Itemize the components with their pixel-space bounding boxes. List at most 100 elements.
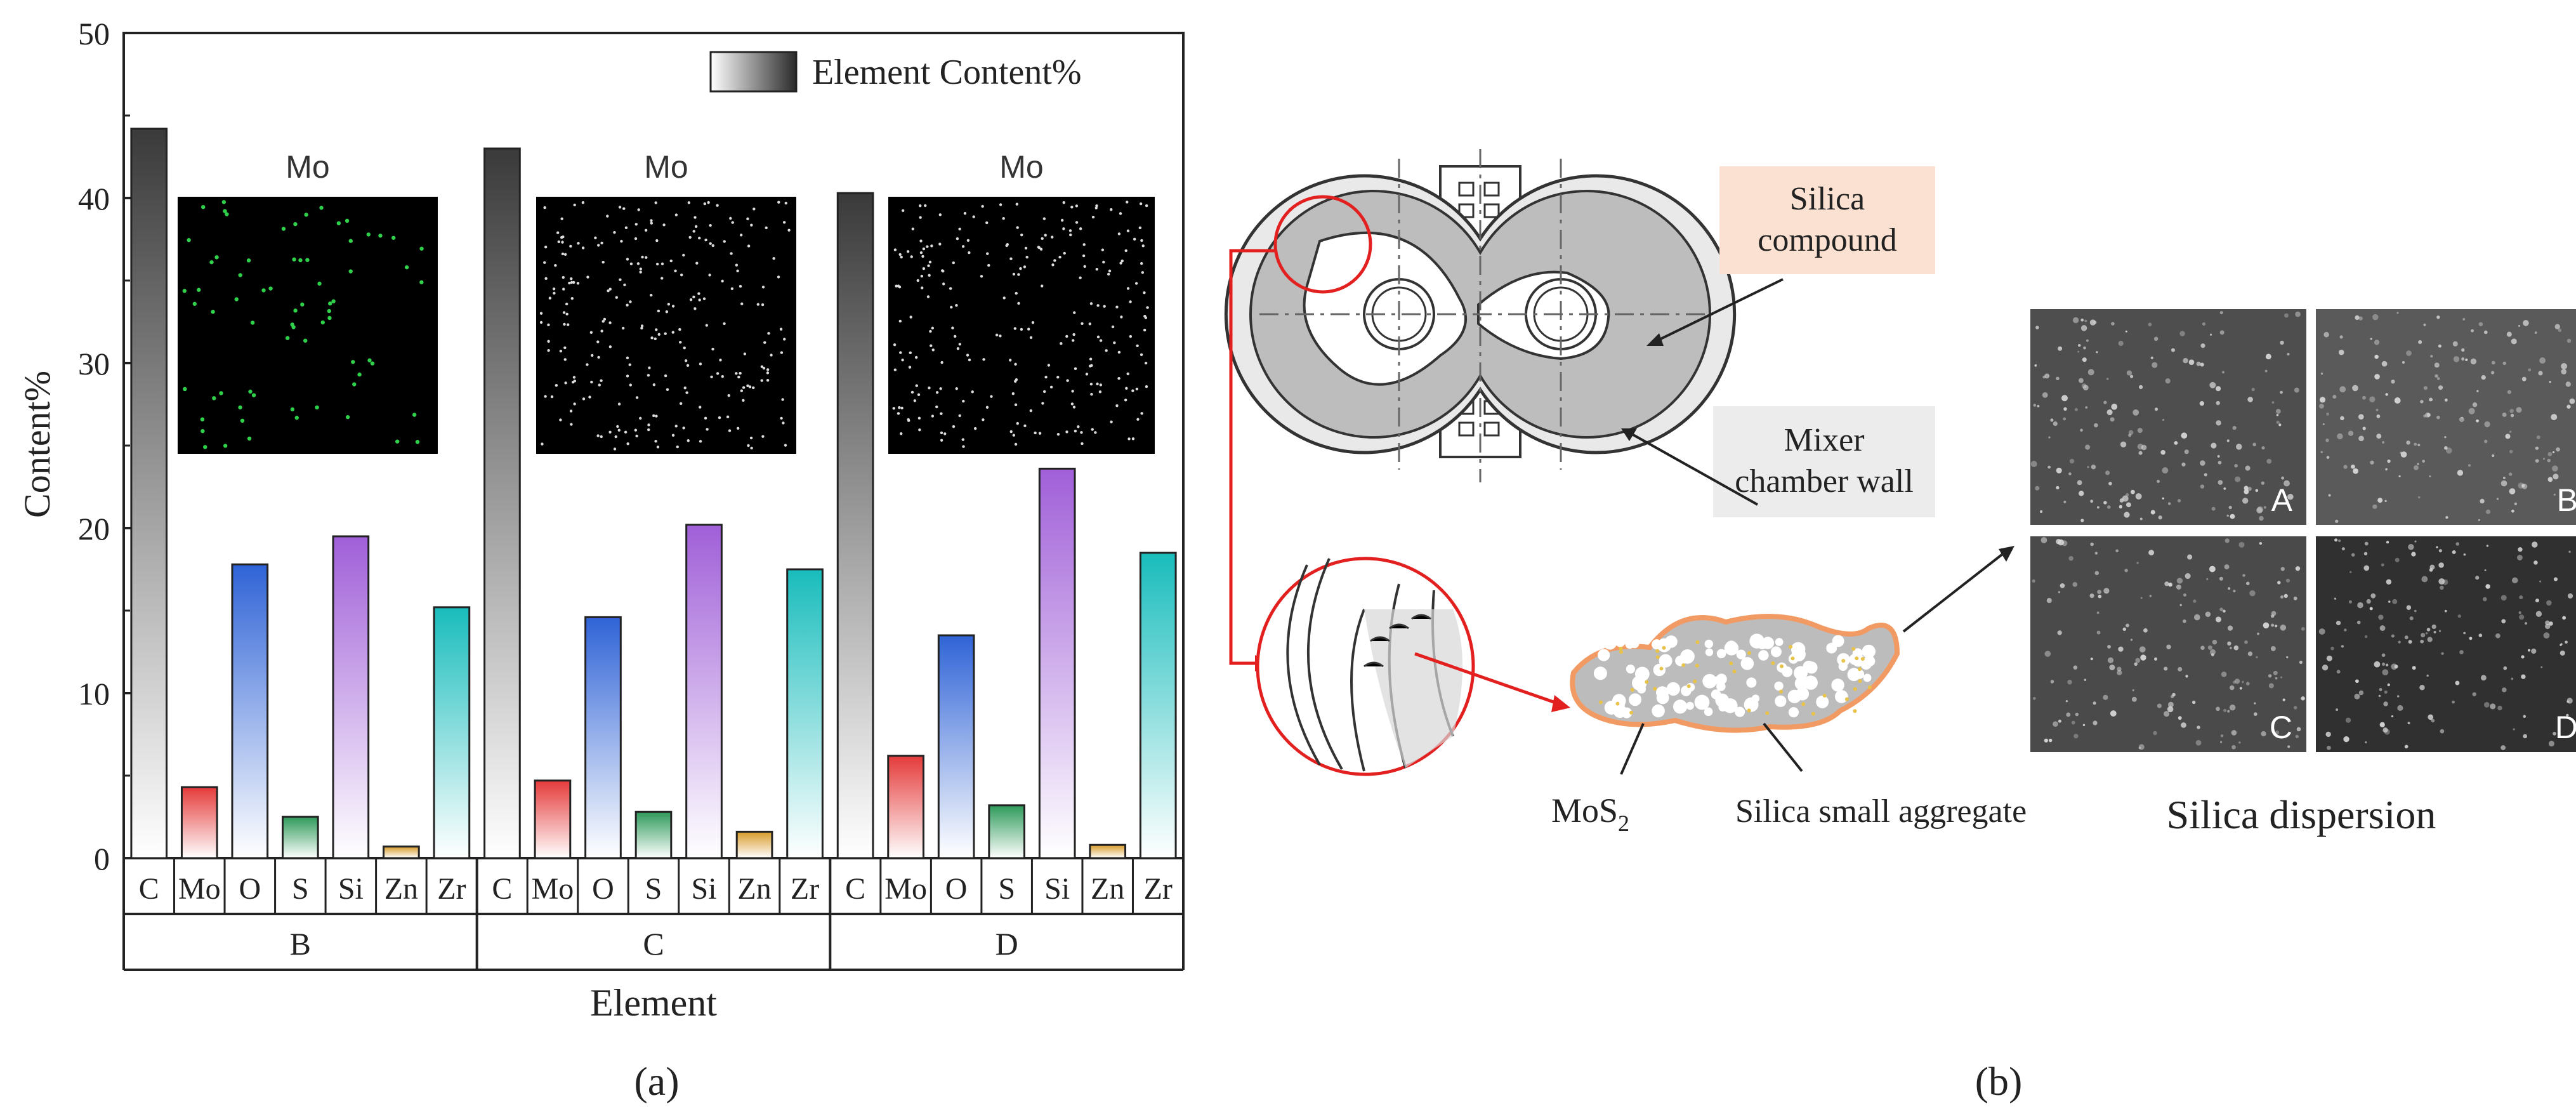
micrograph-speck [2233,645,2239,651]
inset-dot [784,444,787,447]
silica-particle [1626,665,1635,674]
micrograph-speck [2221,371,2225,374]
inset-dot [554,263,557,267]
inset-dot [543,261,546,264]
micrograph-speck [2444,398,2448,402]
mos2-particle [1662,645,1666,650]
inset-dot [1047,364,1051,367]
micrograph-speck [2480,498,2485,504]
inset-dot [568,281,571,285]
inset-dot [648,366,651,369]
inset-dot [649,293,653,297]
inset-dot [780,416,783,420]
inset-dot [1145,204,1148,208]
micrograph-speck [2514,502,2518,505]
inset-dot [608,288,612,291]
micrograph-C: C [2030,536,2306,752]
micrograph-speck [2106,378,2109,380]
inset-dot [594,236,597,240]
micrograph-speck [2535,459,2539,463]
inset-dot [750,223,753,227]
inset-dot [1096,335,1100,339]
micrograph-speck [2069,458,2075,464]
micrograph-speck [2164,581,2169,586]
inset-dot [1115,305,1119,308]
micrograph-speck [2234,678,2240,684]
inset-dot [914,355,918,359]
micrograph-speck [2509,449,2513,454]
micrograph-speck [2436,377,2440,380]
micrograph-speck [2412,666,2416,670]
inset-dot [404,265,409,270]
micrograph-speck [2249,590,2256,597]
inset-dot [412,413,417,417]
inset-dot [1024,246,1028,250]
mos2-particle [1765,711,1770,715]
inset-dot [1058,255,1061,259]
micrograph-speck [2137,428,2143,434]
inset-dot [683,347,686,350]
micrograph-speck [2354,693,2360,699]
micrograph-speck [2341,547,2345,551]
micrograph-speck [2482,597,2487,602]
inset-dot [1140,412,1143,415]
micrograph-speck [2478,633,2483,637]
micrograph-speck [2247,397,2253,402]
inset-dot [999,203,1002,206]
micrograph-speck [2047,465,2051,469]
bar-D-C [836,192,874,859]
inset-dot [562,311,566,314]
inset-dot [559,349,563,353]
micrograph-speck [2227,641,2231,646]
micrograph-speck [2566,698,2573,704]
micrograph-speck [2200,343,2205,348]
inset-dot [740,302,744,305]
bar-B-Zn [383,845,420,859]
micrograph-speck [2065,699,2068,703]
y-axis-label: Content% [16,371,58,518]
inset-dot [665,310,669,314]
micrograph-speck [2370,460,2374,465]
inset-dot [987,263,990,267]
x-tick-label: Zn [737,872,771,906]
micrograph-speck [2558,328,2562,332]
inset-dot [234,297,239,301]
micrograph-speck [2199,401,2205,406]
inset-dot [761,286,765,289]
inset-dot [608,430,612,434]
micrograph-speck [2138,385,2143,389]
inset-dot [645,256,648,259]
inset-dot [716,204,719,207]
micrograph-speck [2519,614,2525,620]
micrograph-speck [2165,378,2171,384]
inset-dot [726,415,730,419]
micrograph-speck [2500,745,2506,750]
micrograph-speck [2126,502,2131,508]
inset-dot [911,227,914,230]
silica-particle [1838,661,1848,671]
micrograph-speck [2058,719,2061,723]
micrograph-speck [2547,458,2551,463]
inset-dot [921,286,924,289]
inset-dot [787,228,791,232]
inset-dot [247,436,252,441]
inset-dot [544,277,548,281]
micrograph-speck [2385,468,2388,471]
micrograph-speck [2229,704,2236,711]
micrograph-speck [2376,414,2381,418]
inset-dot [327,308,331,314]
micrograph-speck [2103,400,2107,404]
micrograph-speck [2480,675,2487,681]
mos2-particle [1771,661,1775,665]
inset-map-B: Mo [178,149,438,454]
inset-dot [915,384,918,387]
inset-dot [766,371,770,374]
inset-dot [238,405,242,410]
inset-dot [990,395,993,398]
mos2-particle [1853,709,1857,713]
micrograph-speck [2406,440,2410,445]
micrograph-speck [2562,616,2566,620]
inset-dot [600,329,603,333]
inset-dot [1105,349,1108,352]
micrograph-speck [2270,645,2276,651]
